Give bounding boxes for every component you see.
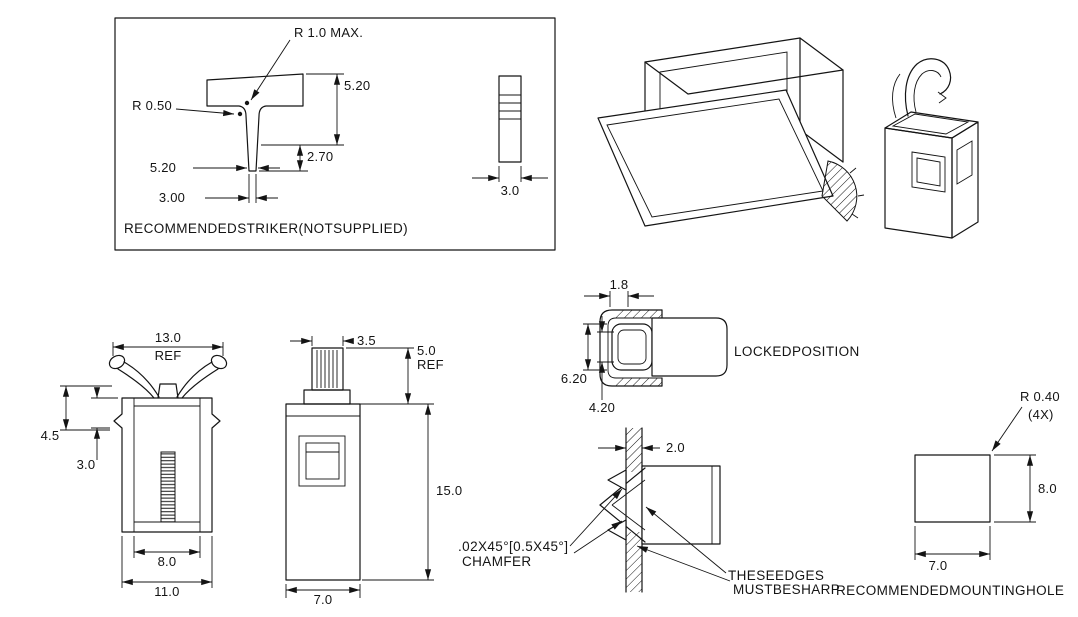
fillet-point-r1 [244,100,250,106]
dim-striker-width-stem: 3.00 [159,174,278,205]
dim-text-width-top: 5.20 [150,160,176,175]
wall-section-bottom [616,378,662,386]
dim-body-height: 15.0 [362,403,462,581]
dim-plunger-width: 3.5 [290,333,376,348]
dim-wing-width: 13.0 REF [112,330,224,363]
mounting-hole-outline [914,454,991,523]
latch-side-face [951,121,979,239]
striker-detail-view: R 1.0 MAX. R 0.50 5.20 2.70 5.20 3 [114,17,556,251]
housing-inner [607,317,662,379]
dim-text-corner-count: (4X) [1028,407,1054,422]
left-wing-tip [108,354,126,370]
housing-outer [599,309,663,387]
gear-sector [821,160,858,222]
collar [303,389,351,405]
door-panel [597,89,834,227]
chamfer-spec-text: .02X45°[0.5X45°] [458,539,568,554]
dim-barb-height: 4.5 [41,385,112,443]
right-wing-tip [210,354,228,370]
dim-text-locked-outer: 6.20 [561,371,587,386]
dim-striker-thickness: 3.0 [472,166,548,198]
wing-tip-upper [607,469,627,491]
side-window [298,435,346,487]
latch-body-outline [113,397,221,533]
dim-text-locked-gap: 1.8 [610,277,629,292]
dim-text-plunger-height-ref: REF [417,357,444,372]
dim-striker-width-top: 5.20 [150,160,280,175]
striker-plate [651,317,728,377]
dim-body-width: 7.0 [285,584,361,607]
chamfer-word-text: CHAMFER [462,554,532,569]
dim-text-wing-width: 13.0 [155,330,181,345]
wall-section-top [616,310,662,318]
section-body [641,465,721,545]
dim-text-body-height: 15.0 [436,483,462,498]
latch-top-face [884,111,979,139]
dim-text-panel-thickness: 2.0 [666,440,685,455]
dim-text-radius-max: R 1.0 MAX. [294,25,363,40]
dim-plunger-height: 5.0 REF [346,343,444,405]
side-pawl [305,442,340,480]
spring [160,451,176,523]
dim-corner-radius: R 0.40 (4X) [991,389,1060,452]
dim-radius-small: R 0.50 [132,98,235,117]
section-detail-view: 2.0 .02X45°[0.5X45°] CHAMFER THESEEDGES … [458,427,840,597]
sharp-edges-callout: THESEEDGES MUSTBESHARP [636,506,840,597]
latch-front-face [884,127,953,239]
front-view: 13.0 REF 4.5 3.0 8.0 11.0 [41,330,228,599]
dim-text-radius-small: R 0.50 [132,98,172,113]
panel-hatch-bottom [626,532,642,592]
dim-inner-width: 8.0 [133,536,201,569]
wing-tip-lower [607,519,627,541]
mounting-hole-label: RECOMMENDEDMOUNTINGHOLE [836,583,1064,598]
dim-text-inner-width: 8.0 [158,554,177,569]
dim-locked-gap: 1.8 [584,277,654,307]
dim-locked-inner-height: 4.20 [589,316,615,415]
striker-profile [206,73,304,172]
box-top-face [644,37,844,95]
panel-hatch-top [626,428,642,472]
striker-side-view: 3.0 [472,75,548,198]
fillet-point-r05 [237,111,243,117]
dim-text-height-outer: 5.20 [344,78,370,93]
chamfer-callout: .02X45°[0.5X45°] CHAMFER [458,488,623,569]
isometric-latch-view [884,58,979,239]
dim-text-plunger-height: 5.0 [417,343,436,358]
dim-hole-height: 8.0 [994,454,1057,523]
sharp-edges-text-1: THESEEDGES [728,568,824,583]
latch-clip [904,58,952,117]
dim-neck-height: 3.0 [77,387,118,472]
dim-panel-thickness: 2.0 [598,440,685,455]
isometric-assembly-view [597,37,865,227]
dim-text-wing-width-ref: REF [155,348,182,363]
dim-text-body-width: 7.0 [314,592,333,607]
dim-text-locked-inner: 4.20 [589,400,615,415]
locked-position-label: LOCKEDPOSITION [734,344,860,359]
sharp-edges-text-2: MUSTBESHARP [733,582,840,597]
dim-text-plunger-width: 3.5 [357,333,376,348]
dim-striker-height-inner: 2.70 [259,144,333,172]
dim-hole-width: 7.0 [914,526,991,573]
locked-position-view: 1.8 6.20 4.20 LOCKEDPOSITION [561,277,860,415]
dim-text-corner-radius: R 0.40 [1020,389,1060,404]
striker-head-inner [617,329,647,365]
dim-striker-height-outer: 5.20 [261,73,370,146]
striker-note: RECOMMENDEDSTRIKER(NOTSUPPLIED) [124,221,408,236]
dim-text-height-inner: 2.70 [307,149,333,164]
dim-text-barb-height: 4.5 [41,428,60,443]
dim-text-neck-height: 3.0 [77,457,96,472]
dim-text-thickness: 3.0 [501,183,520,198]
dim-text-width-stem: 3.00 [159,190,185,205]
dim-outer-width: 11.0 [121,536,213,599]
dim-radius-max: R 1.0 MAX. [250,25,363,101]
mounting-hole-view: R 0.40 (4X) 8.0 7.0 RECOMMENDEDMOUNTINGH… [836,389,1064,598]
dim-text-hole-width: 7.0 [929,558,948,573]
side-view: 3.5 5.0 REF 15.0 7.0 [285,333,462,607]
detail-border [114,17,556,251]
dim-text-hole-height: 8.0 [1038,481,1057,496]
dim-text-outer-width: 11.0 [154,584,179,599]
side-body [285,403,361,581]
